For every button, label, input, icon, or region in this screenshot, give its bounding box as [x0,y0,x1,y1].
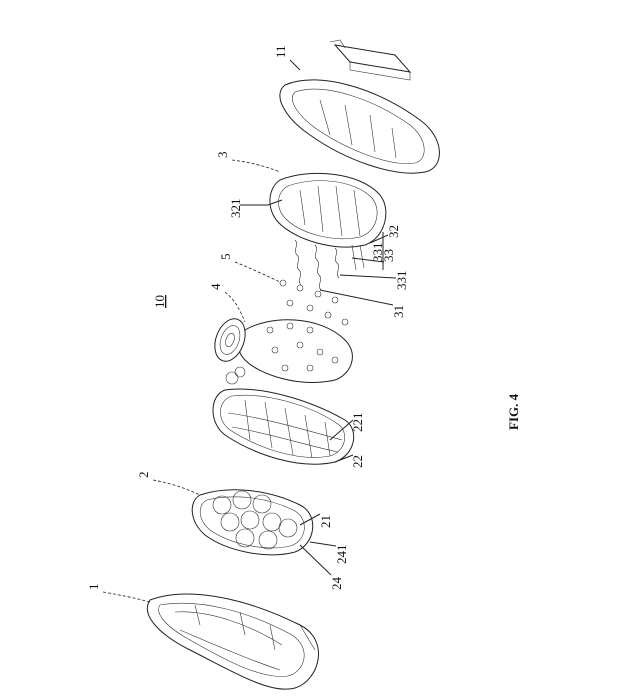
part-4-circuit-board [214,318,353,383]
part-3-housing [267,172,387,291]
label-331-lower: 331 [394,271,409,291]
label-24: 24 [329,577,344,591]
leader-lines [102,59,397,603]
part-1-front-shell [147,593,319,690]
label-10: 10 [152,295,167,308]
label-2: 2 [136,472,151,479]
label-5: 5 [218,254,233,261]
label-321: 321 [228,199,243,219]
part-2-lens-plate [191,489,314,556]
reference-labels: 1 2 3 4 5 10 11 21 241 24 221 22 321 32 … [86,45,521,590]
label-22: 22 [350,455,365,468]
label-31: 31 [391,305,406,318]
label-241: 241 [334,545,349,565]
label-4: 4 [208,283,223,290]
part-11-rear-shell [279,39,440,174]
label-33: 33 [381,249,396,262]
figure-caption: FIG. 4 [506,393,521,430]
label-3: 3 [215,152,230,159]
label-1: 1 [86,584,101,591]
label-21: 21 [318,515,333,528]
label-331-upper: 331 [370,243,385,263]
label-11: 11 [273,45,288,58]
label-221: 221 [350,413,365,433]
part-22-grid-frame [212,366,355,465]
label-32: 32 [386,225,401,238]
part-5-spacers [279,279,349,326]
